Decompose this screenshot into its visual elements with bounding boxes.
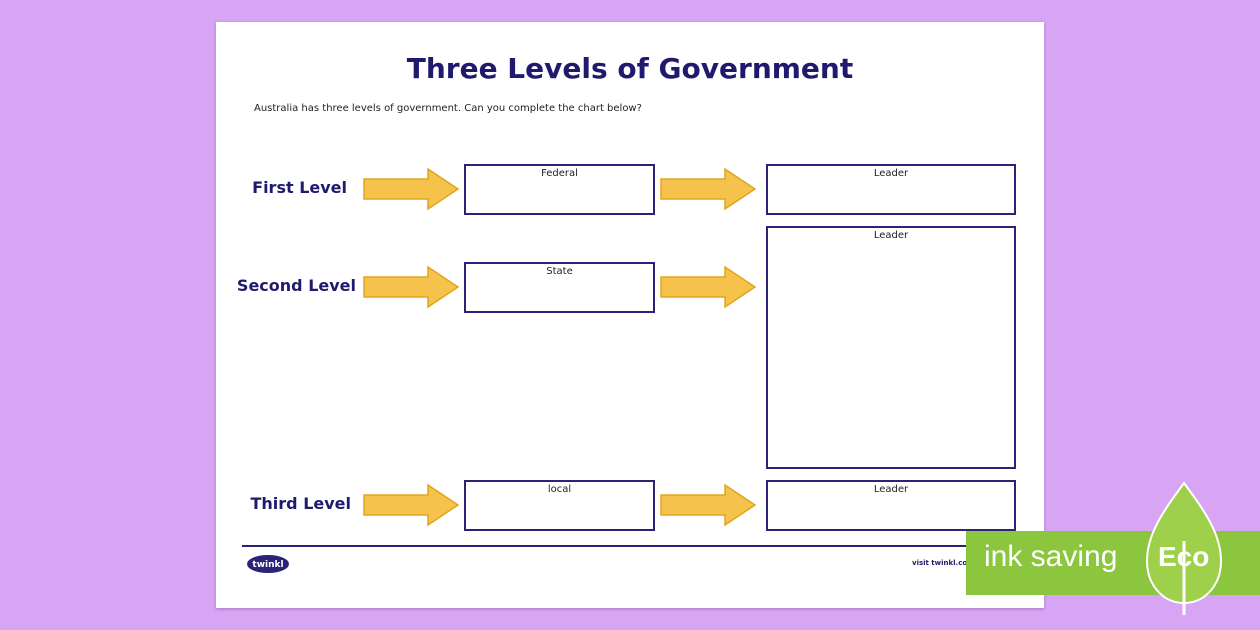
leaf-icon — [1145, 481, 1223, 615]
footer-url: visit twinkl.com — [912, 559, 975, 567]
arrow-icon — [363, 483, 460, 527]
arrow-icon — [660, 483, 757, 527]
arrow-icon — [660, 167, 757, 211]
svg-text:twinkl: twinkl — [252, 560, 283, 570]
federal-box[interactable]: Federal — [464, 164, 655, 215]
second-level-label: Second Level — [236, 276, 356, 295]
leader-label: Leader — [873, 484, 909, 495]
third-level-label: Third Level — [250, 494, 351, 513]
arrow-icon — [363, 167, 460, 211]
worksheet-intro: Australia has three levels of government… — [254, 103, 642, 114]
arrow-icon — [363, 265, 460, 309]
local-box-label: local — [547, 484, 572, 495]
footer-rule — [242, 545, 1016, 547]
state-box[interactable]: State — [464, 262, 655, 313]
federal-box-label: Federal — [541, 168, 578, 179]
arrow-icon — [660, 265, 757, 309]
ink-saving-text: ink saving — [984, 540, 1118, 573]
federal-leader-box[interactable]: Leader — [766, 164, 1016, 215]
leader-label: Leader — [873, 168, 909, 179]
state-box-label: State — [546, 266, 573, 277]
local-leader-box[interactable]: Leader — [766, 480, 1016, 531]
eco-label: Eco — [1158, 541, 1210, 572]
state-leader-box[interactable]: Leader — [766, 226, 1016, 469]
twinkl-logo: twinkl — [247, 555, 289, 573]
first-level-label: First Level — [252, 178, 347, 197]
leader-label: Leader — [873, 230, 909, 241]
local-box[interactable]: local — [464, 480, 655, 531]
worksheet-title: Three Levels of Government — [406, 52, 854, 85]
